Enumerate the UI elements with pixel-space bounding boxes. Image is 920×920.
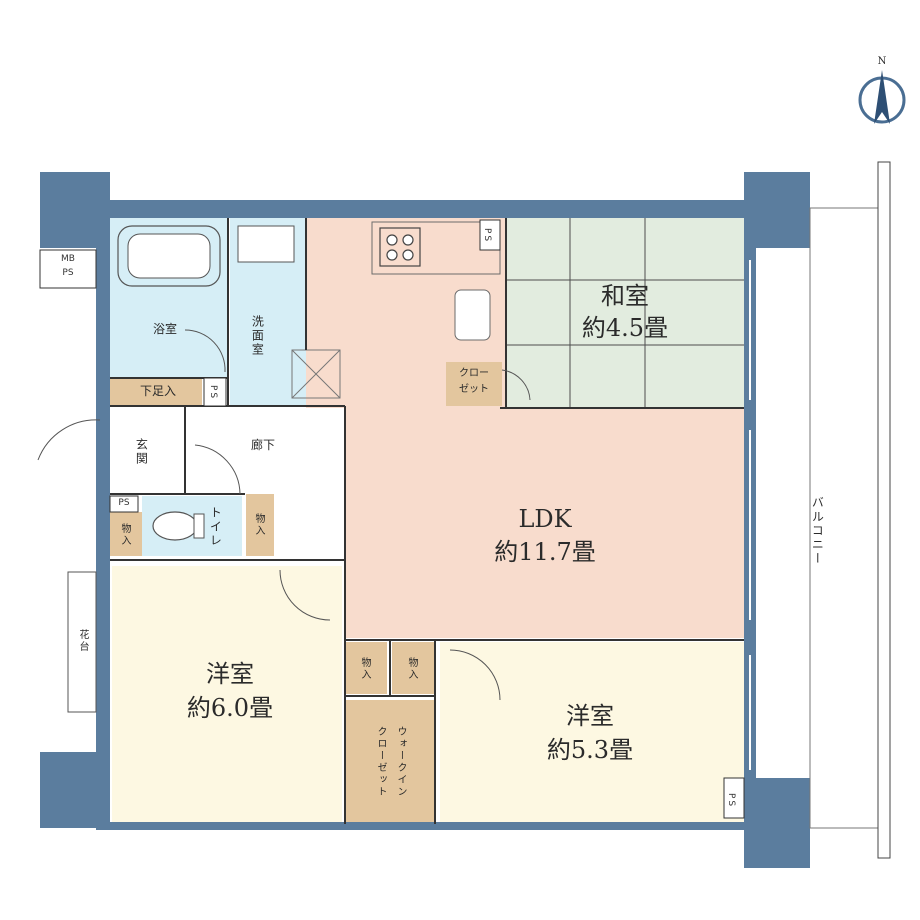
youshitsu-b-area [440,642,744,824]
mb-label: MB [61,254,75,264]
kadai-box [67,571,97,713]
walkin-label-2: クローゼット [375,726,386,798]
closet-area [446,362,502,406]
ldk-area-main [345,408,745,638]
washitsu-name: 和室 [601,282,649,310]
storage-d-area [392,642,434,694]
mb-ps-box [39,249,97,289]
youshitsu-a-name: 洋室 [206,660,254,688]
ps-boxes [109,219,745,819]
ps-label-bedroom: PS [726,793,736,809]
interior-walls [110,218,744,824]
compass-icon [858,70,906,124]
balcony-label: バルコニー [810,496,825,566]
toilet-bowl [152,511,198,541]
genkan-label: 玄関 [134,438,149,466]
sink [454,289,491,341]
youshitsu-a-size: 約6.0畳 [186,694,274,722]
closet-label-2: ゼット [459,384,489,395]
youshitsu-b-size: 約5.3畳 [546,736,634,764]
youshitsu-a-area [112,566,342,824]
ps-label-kitchen: PS [482,228,492,244]
mb-ps-label: PS [62,268,74,278]
kadai-label: 花台 [77,629,88,653]
toilet-tank [193,513,205,539]
stove-icon [379,227,421,267]
walkin-label-1: ウォークイン [395,726,406,798]
washing-pan [291,349,341,399]
closet-label-1: クロー [459,368,489,379]
rouka-label: 廊下 [250,438,275,452]
ps-label-toilet: PS [118,498,130,508]
storage-c-label: 物入 [359,657,370,681]
ldk-name: LDK [518,505,572,533]
ldk-size: 約11.7畳 [494,538,596,566]
compass-north-label: N [877,56,887,67]
washbasin [237,225,295,263]
storage-c-area [345,642,387,694]
bathtub-inner [127,233,211,279]
senmen-label: 洗面室 [250,315,265,357]
bath-label: 浴室 [152,322,177,336]
door-swings [37,329,531,701]
balcony-rail [877,161,891,859]
balcony [809,207,879,829]
toilet-label: トイレ [208,506,223,548]
washitsu-size: 約4.5畳 [581,314,669,342]
getabako-area [110,378,202,406]
storage-a-label: 物入 [119,523,130,547]
getabako-label: 下足入 [139,384,176,398]
storage-b-area [246,494,274,556]
youshitsu-b-name: 洋室 [566,702,614,730]
walkin-area [345,700,435,824]
tatami-grid [506,218,744,408]
storage-d-label: 物入 [406,657,417,681]
storage-a-area [110,512,142,556]
washitsu-area [506,218,744,408]
ps-label-hall: PS [208,385,218,401]
storage-b-label: 物入 [253,513,264,537]
